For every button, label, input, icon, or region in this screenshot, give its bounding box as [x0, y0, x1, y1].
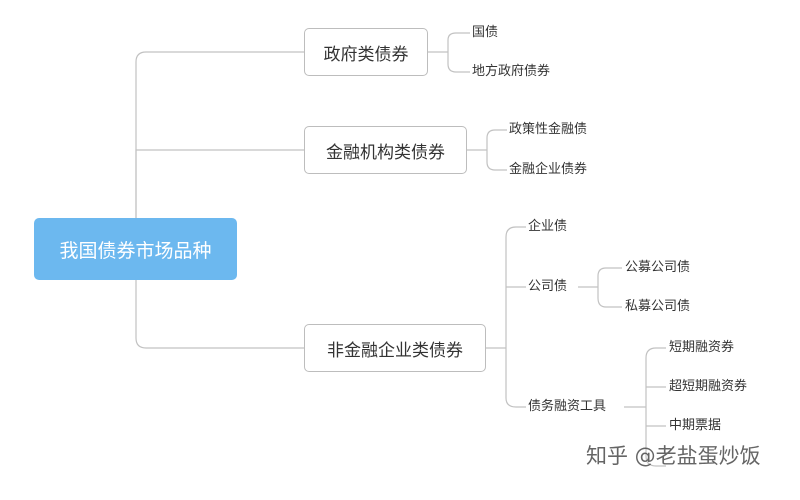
leaf-public-corporate-bonds: 公募公司债	[625, 260, 691, 275]
leaf-debt-financing-instruments: 债务融资工具	[528, 399, 607, 414]
leaf-private-corporate-bonds: 私募公司债	[625, 299, 691, 314]
leaf-medium-term-notes: 中期票据	[669, 418, 722, 433]
connector-root-gov	[135, 51, 304, 218]
category-government-bonds: 政府类债券	[304, 28, 428, 76]
connector-tools-children	[624, 347, 666, 467]
connector-company-children	[578, 267, 622, 308]
connector-nonfin-children	[486, 226, 526, 408]
watermark: 知乎 @老盐蛋炒饭	[586, 444, 761, 468]
leaf-local-government-bonds: 地方政府债券	[472, 64, 551, 79]
leaf-short-term-financing-bills: 短期融资券	[669, 340, 735, 355]
connector-root-fin	[135, 149, 304, 218]
leaf-financial-enterprise-bonds: 金融企业债券	[509, 162, 588, 177]
connector-gov-children	[428, 32, 470, 73]
leaf-enterprise-bonds: 企业债	[528, 219, 568, 234]
leaf-super-short-term-financing-bills: 超短期融资券	[669, 379, 748, 394]
leaf-treasury-bonds: 国债	[472, 25, 499, 40]
root-node: 我国债券市场品种	[34, 218, 237, 280]
category-financial-institution-bonds: 金融机构类债券	[304, 126, 467, 174]
connector-fin-children	[467, 129, 507, 171]
leaf-corporate-bonds: 公司债	[528, 279, 568, 294]
category-nonfinancial-enterprise-bonds: 非金融企业类债券	[304, 324, 486, 372]
leaf-policy-financial-bonds: 政策性金融债	[509, 122, 588, 137]
connector-root-nonfin	[135, 280, 304, 349]
